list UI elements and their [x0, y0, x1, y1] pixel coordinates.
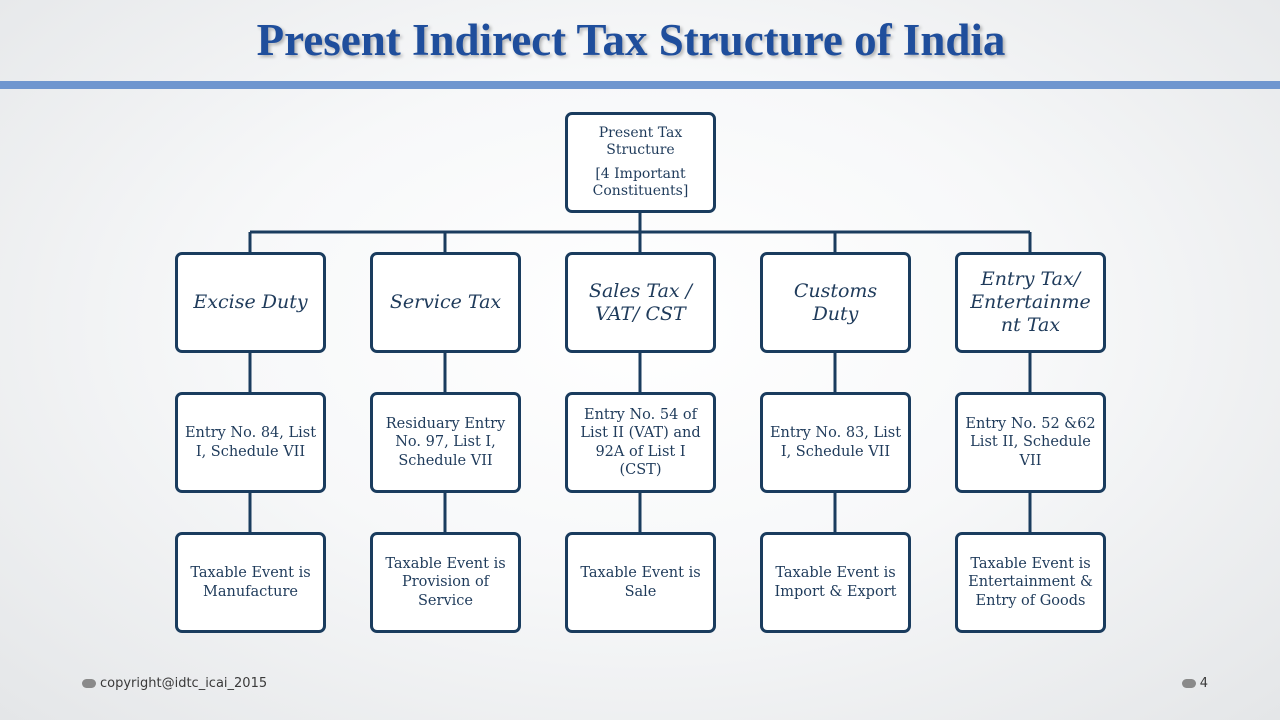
entry-box-sales-tax: Entry No. 54 of List II (VAT) and 92A of… [565, 392, 716, 493]
event-box-sales-tax: Taxable Event is Sale [565, 532, 716, 633]
footer-copyright: copyright@idtc_icai_2015 [82, 676, 267, 691]
title-underline [0, 81, 1280, 89]
event-box-service-tax: Taxable Event is Provision of Service [370, 532, 521, 633]
entry-box-customs-duty: Entry No. 83, List I, Schedule VII [760, 392, 911, 493]
root-line-2: [4 Important Constituents] [592, 165, 689, 200]
page-number: 4 [1199, 676, 1208, 691]
slide-title: Present Indirect Tax Structure of India [256, 15, 1006, 65]
head-box-sales-tax: Sales Tax / VAT/ CST [565, 252, 716, 353]
event-box-customs-duty: Taxable Event is Import & Export [760, 532, 911, 633]
event-box-excise-duty: Taxable Event is Manufacture [175, 532, 326, 633]
head-box-entry-tax: Entry Tax/ Entertainme nt Tax [955, 252, 1106, 353]
event-box-entry-tax: Taxable Event is Entertainment & Entry o… [955, 532, 1106, 633]
head-box-service-tax: Service Tax [370, 252, 521, 353]
root-box-present-tax-structure: Present Tax Structure [4 Important Const… [565, 112, 716, 213]
footer-page: 4 [1181, 676, 1208, 691]
entry-box-entry-tax: Entry No. 52 &62 List II, Schedule VII [955, 392, 1106, 493]
bullet-pill-icon [1181, 679, 1196, 688]
entry-box-service-tax: Residuary Entry No. 97, List I, Schedule… [370, 392, 521, 493]
head-box-customs-duty: Customs Duty [760, 252, 911, 353]
bullet-pill-icon [82, 679, 96, 688]
entry-box-excise-duty: Entry No. 84, List I, Schedule VII [175, 392, 326, 493]
head-box-excise-duty: Excise Duty [175, 252, 326, 353]
root-line-1: Present Tax Structure [598, 124, 683, 159]
copyright-text: copyright@idtc_icai_2015 [100, 676, 268, 691]
